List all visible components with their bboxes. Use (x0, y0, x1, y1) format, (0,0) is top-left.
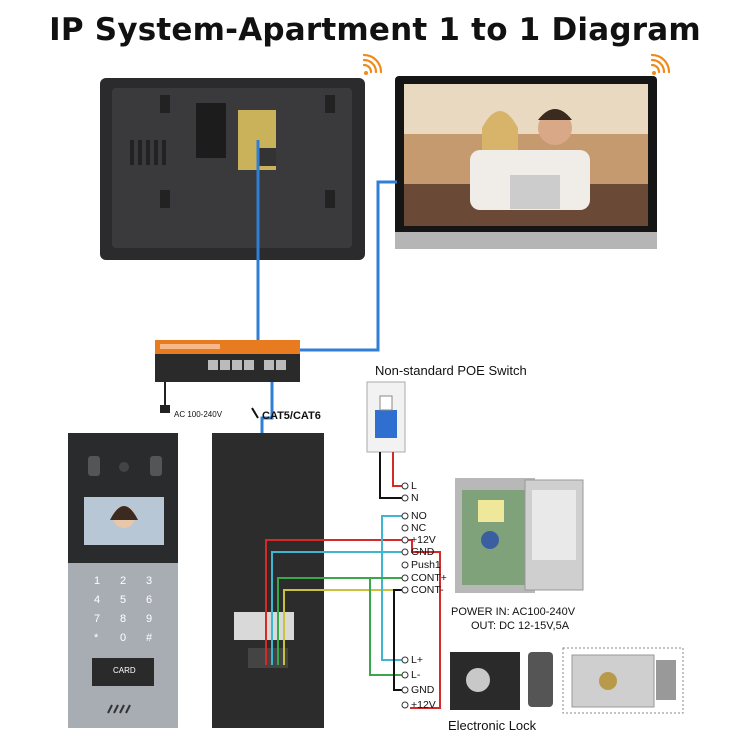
terminal-cont-minus: CONT- (411, 584, 444, 596)
wifi-icon (650, 53, 671, 75)
terminal-dots (401, 482, 409, 709)
key-3: 3 (146, 575, 153, 587)
wifi-icon (362, 53, 383, 75)
key-9: 9 (146, 613, 153, 625)
key-0: 0 (120, 632, 127, 644)
terminal-push1: Push1 (411, 559, 441, 571)
power-in-label: POWER IN: AC100-240V (451, 606, 576, 618)
key-star: * (94, 632, 99, 644)
key-8: 8 (120, 613, 127, 625)
cable-label: CAT5/CAT6 (262, 410, 321, 422)
page-title: IP System-Apartment 1 to 1 Diagram (49, 12, 701, 48)
outdoor-back-box (212, 433, 324, 728)
ac-input-label: AC 100-240V (174, 410, 223, 419)
key-4: 4 (94, 594, 101, 606)
poe-switch-label: Non-standard POE Switch (375, 363, 527, 378)
power-supply (455, 478, 584, 593)
breaker-wires (379, 452, 402, 499)
poe-switch (155, 340, 300, 413)
key-7: 7 (94, 613, 101, 625)
electronic-lock (450, 647, 684, 714)
terminal-nc: NC (411, 522, 427, 534)
circuit-breaker (366, 381, 406, 453)
key-5: 5 (120, 594, 127, 606)
lock-terminal-gnd: GND (411, 684, 435, 696)
key-hash: # (146, 632, 153, 644)
key-1: 1 (94, 575, 101, 587)
terminal-no: NO (411, 510, 427, 522)
terminal-gnd: GND (411, 546, 435, 558)
lock-terminal-l-minus: L- (411, 669, 421, 681)
key-2: 2 (120, 575, 127, 587)
power-out-label: OUT: DC 12-15V,5A (471, 620, 570, 632)
terminal-n: N (411, 492, 419, 504)
terminal-l: L (411, 480, 417, 492)
terminal-cont-plus: CONT+ (411, 572, 447, 584)
terminal-wires (265, 515, 441, 709)
indoor-monitor-front (395, 76, 657, 249)
key-6: 6 (146, 594, 153, 606)
cable-cut-mark (251, 407, 259, 419)
lock-terminal-plus12v: +12V (411, 699, 436, 711)
card-label: CARD (113, 666, 136, 675)
indoor-monitor-back (100, 78, 365, 260)
lock-label: Electronic Lock (448, 718, 537, 733)
lock-terminal-l-plus: L+ (411, 654, 423, 666)
terminal-plus12v: +12V (411, 534, 436, 546)
outdoor-station (68, 433, 178, 728)
